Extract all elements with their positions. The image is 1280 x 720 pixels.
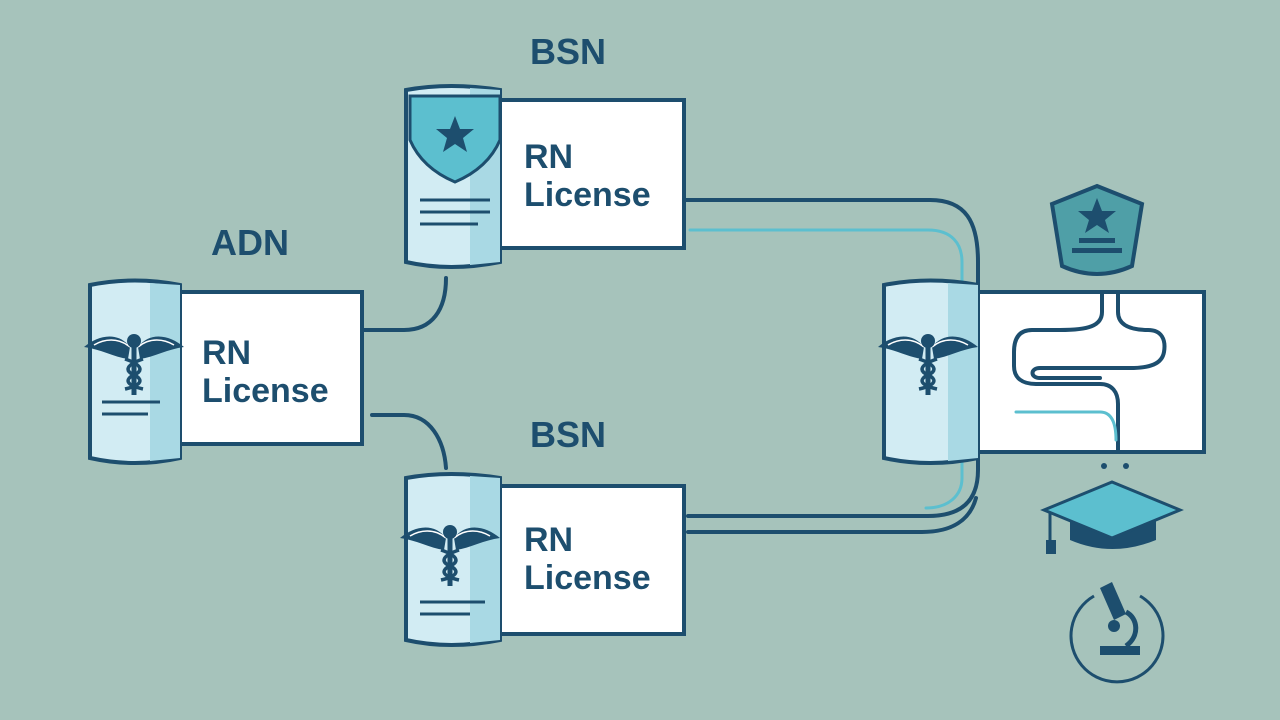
connector-bsn-bottom-to-destination (686, 496, 978, 534)
connector-adn-to-bsn-top (360, 276, 448, 332)
connectors (360, 198, 980, 534)
license-line-1: RN (524, 138, 573, 176)
license-card (166, 290, 364, 446)
destination-card (974, 290, 1206, 454)
license-line-2: License (202, 372, 329, 410)
award-badge (1049, 183, 1145, 276)
license-card (488, 484, 686, 636)
connector-bsn-top-to-destination (684, 198, 980, 518)
node-destination (876, 278, 1206, 465)
connector-adn-to-bsn-bottom (370, 413, 448, 470)
license-card (488, 98, 686, 250)
pipe-graphic (1012, 292, 1167, 454)
node-heading: ADN (211, 222, 289, 263)
dot-decoration (1101, 463, 1107, 469)
license-line-2: License (524, 559, 651, 597)
license-line-1: RN (524, 521, 573, 559)
connector-accent-line (688, 228, 964, 510)
microscope-icon (1069, 582, 1165, 684)
node-heading: BSN (530, 31, 606, 72)
node-bsn-bottom: BSN RN License (398, 414, 686, 647)
graduation-cap-icon (1040, 480, 1184, 554)
node-adn: ADN RN License (82, 222, 364, 465)
node-heading: BSN (530, 414, 606, 455)
dot-decoration (1123, 463, 1129, 469)
node-bsn-top: BSN RN License (404, 31, 686, 269)
license-line-1: RN (202, 334, 251, 372)
license-line-2: License (524, 176, 651, 214)
